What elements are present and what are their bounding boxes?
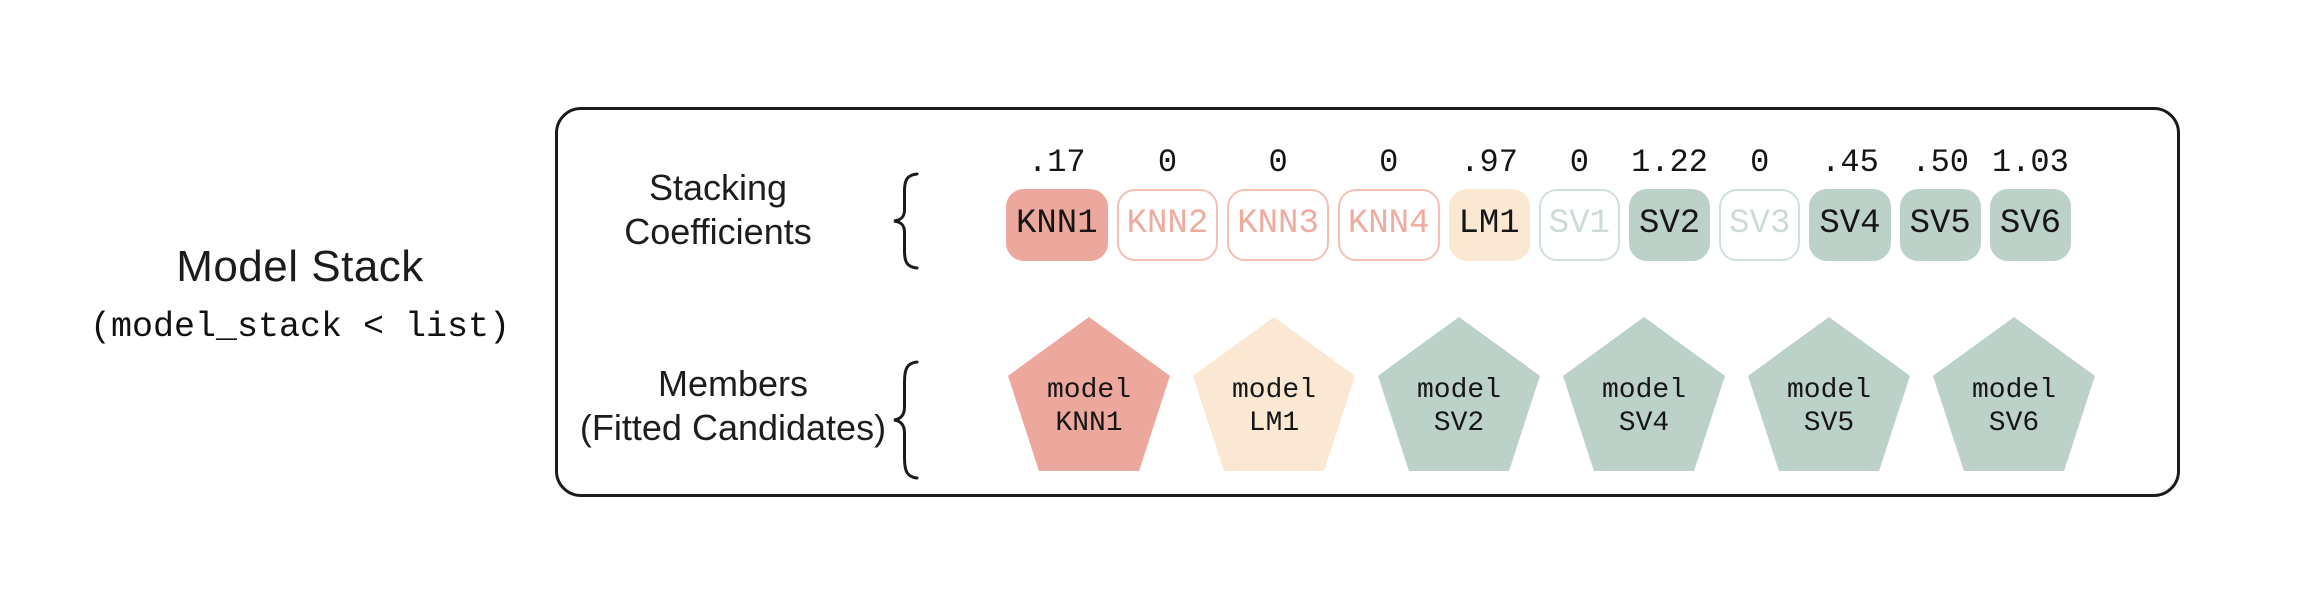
coefficient-column-knn1: .17 KNN1	[1006, 143, 1108, 261]
coefficient-chip-knn4: KNN4	[1337, 189, 1440, 261]
members-row: model KNN1 model LM1 model SV2 model SV4…	[1008, 317, 2095, 471]
coefficient-value-sv1: 0	[1569, 144, 1589, 181]
coefficient-chip-sv6: SV6	[1989, 189, 2072, 261]
member-pentagon-sv4-line2: SV4	[1618, 408, 1670, 439]
members-label-line2: (Fitted Candidates)	[579, 407, 887, 448]
coefficient-column-sv3: 0 SV3	[1719, 143, 1801, 261]
member-pentagon-sv5-line1: model	[1786, 375, 1871, 406]
member-pentagon-sv2-line1: model	[1416, 375, 1501, 406]
coefficient-column-sv6: 1.03 SV6	[1989, 143, 2072, 261]
coefficient-chip-sv2: SV2	[1628, 189, 1711, 261]
coefficient-column-sv2: 1.22 SV2	[1628, 143, 1711, 261]
stacking-coefficients-label-line2: Coefficients	[624, 211, 812, 252]
member-pentagon-knn1-line2: KNN1	[1055, 408, 1123, 439]
page-title: Model Stack	[176, 242, 424, 291]
coefficient-column-knn4: 0 KNN4	[1337, 143, 1440, 261]
member-pentagon-lm1: model LM1	[1193, 317, 1355, 471]
coefficient-column-sv1: 0 SV1	[1538, 143, 1620, 261]
coefficient-value-sv5: .50	[1911, 144, 1969, 181]
coefficient-value-sv4: .45	[1821, 144, 1879, 181]
curly-brace-icon	[888, 172, 922, 275]
member-pentagon-sv2-line2: SV2	[1433, 408, 1485, 439]
left-title-block: Model Stack (model_stack < list)	[60, 242, 540, 348]
coefficients-row: .17 KNN1 0 KNN2 0 KNN3 0 KNN4 .97 LM1 0 …	[1006, 143, 2072, 261]
coefficient-value-lm1: .97	[1460, 144, 1518, 181]
coefficient-chip-lm1: LM1	[1448, 189, 1530, 261]
member-pentagon-lm1-line2: LM1	[1248, 408, 1300, 439]
member-pentagon-sv5-line2: SV5	[1803, 408, 1855, 439]
model-stack-box: Stacking Coefficients .17 KNN1 0 KNN2 0 …	[555, 107, 2180, 497]
coefficient-chip-sv3: SV3	[1719, 189, 1801, 261]
coefficient-value-knn2: 0	[1157, 144, 1178, 181]
coefficient-chip-knn2: KNN2	[1116, 189, 1219, 261]
members-label-line1: Members	[657, 363, 809, 404]
code-annotation: (model_stack < list)	[89, 307, 511, 347]
coefficient-column-lm1: .97 LM1	[1448, 143, 1530, 261]
coefficient-chip-knn3: KNN3	[1227, 189, 1329, 261]
coefficient-value-knn3: 0	[1268, 144, 1288, 181]
coefficient-column-sv5: .50 SV5	[1899, 143, 1981, 261]
stacking-coefficients-label: Stacking Coefficients	[600, 166, 836, 254]
curly-brace-icon	[888, 360, 922, 485]
coefficient-value-sv2: 1.22	[1631, 144, 1708, 181]
member-pentagon-sv5: model SV5	[1748, 317, 1910, 471]
coefficient-column-knn2: 0 KNN2	[1116, 143, 1219, 261]
member-pentagon-knn1-line1: model	[1046, 375, 1131, 406]
coefficient-value-knn4: 0	[1379, 144, 1399, 181]
coefficient-chip-knn1: KNN1	[1006, 189, 1108, 261]
member-pentagon-sv2: model SV2	[1378, 317, 1540, 471]
member-pentagon-sv6: model SV6	[1933, 317, 2095, 471]
member-pentagon-knn1: model KNN1	[1008, 317, 1170, 471]
coefficient-chip-sv4: SV4	[1809, 189, 1891, 261]
member-pentagon-sv4: model SV4	[1563, 317, 1725, 471]
member-pentagon-sv6-line1: model	[1971, 375, 2056, 406]
member-pentagon-sv4-line1: model	[1601, 375, 1686, 406]
coefficient-chip-sv1: SV1	[1538, 189, 1620, 261]
members-label: Members (Fitted Candidates)	[560, 362, 906, 450]
coefficient-column-knn3: 0 KNN3	[1227, 143, 1329, 261]
coefficient-value-sv6: 1.03	[1992, 144, 2069, 181]
coefficient-value-sv3: 0	[1750, 144, 1770, 181]
member-pentagon-lm1-line1: model	[1231, 375, 1316, 406]
member-pentagon-sv6-line2: SV6	[1988, 408, 2040, 439]
stacking-coefficients-label-line1: Stacking	[648, 167, 788, 208]
coefficient-value-knn1: .17	[1028, 144, 1086, 181]
coefficient-chip-sv5: SV5	[1899, 189, 1981, 261]
coefficient-column-sv4: .45 SV4	[1809, 143, 1891, 261]
